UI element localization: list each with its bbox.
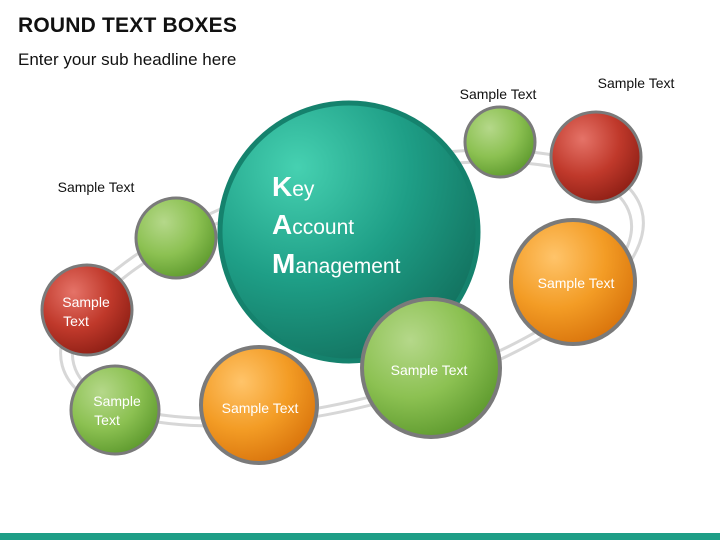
circle-red-top [549, 110, 643, 204]
label-orange-right: Sample Text [538, 275, 615, 291]
circle-green-large: Sample Text [360, 297, 502, 439]
label-red-top: Sample Text [598, 75, 675, 91]
footer-accent-bar [0, 533, 720, 540]
circle-green-bottom-left: Sample Text [69, 364, 161, 456]
circle-red-left: Sample Text [40, 263, 134, 357]
label-green-bottom-left-line1: Sample [93, 393, 141, 409]
label-green-bottom-left-line2: Text [94, 412, 120, 428]
circle-green-left [134, 196, 218, 280]
circle-orange-right: Sample Text [509, 218, 637, 346]
center-line-2: Account [272, 209, 354, 240]
label-orange-bottom: Sample Text [222, 400, 299, 416]
center-line-3: Management [272, 248, 401, 279]
circle-green-top [463, 105, 537, 179]
circle-orange-bottom: Sample Text [199, 345, 319, 465]
label-green-large: Sample Text [391, 362, 468, 378]
label-red-left-line2: Text [63, 313, 89, 329]
page-subtitle: Enter your sub headline here [18, 50, 237, 69]
center-line-1: Key [272, 171, 315, 202]
page-title: ROUND TEXT BOXES [18, 14, 238, 37]
center-circle-kam: Key Account Management [217, 100, 481, 364]
label-red-left-line1: Sample [62, 294, 110, 310]
label-green-top: Sample Text [460, 86, 537, 102]
label-green-left: Sample Text [58, 179, 135, 195]
